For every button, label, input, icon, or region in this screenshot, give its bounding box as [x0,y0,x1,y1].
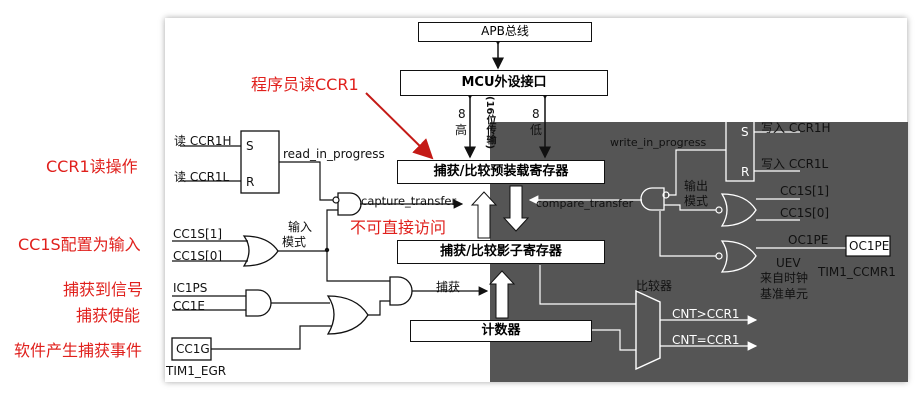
capture-enable-and-gate [245,289,272,317]
write-sr-latch [725,120,755,182]
preload-register-label: 捕获/比较预装载寄存器 [433,164,569,179]
counter-up-arrow [488,270,516,319]
apb-bus-block: APB总线 [418,22,592,42]
comparator-label: 比较器 [636,279,673,293]
high-bits-label: 8 [458,107,466,121]
write-in-progress-label: write_in_progress [610,136,707,149]
annotation-capture-signal: 捕获到信号 [63,280,144,299]
mcu-interface-block: MCU外设接口 [400,70,608,96]
mcu-interface-label: MCU外设接口 [461,75,547,90]
latch-s-label: S [246,139,254,153]
from-clock-label-1: 来自时钟 [760,271,809,285]
annotation-ccr1-read-op: CCR1读操作 [46,157,138,176]
capture-final-and-gate [389,276,413,306]
shadow-register-label: 捕获/比较影子寄存器 [440,244,562,259]
out-cc1s0-label: CC1S[0] [780,206,830,220]
apb-bus-label: APB总线 [481,24,529,38]
write-ccr1h-label: 写入 CCR1H [761,121,831,135]
cc1s-nor-gate [242,235,279,267]
oc1pe-label: OC1PE [788,233,829,247]
annotation-sw-capture-event: 软件产生捕获事件 [14,341,143,360]
capture-label: 捕获 [436,280,461,294]
cnt-gt-label: CNT>CCR1 [672,307,740,321]
output-mode-label-1: 输出 [684,179,709,193]
cc1g-label: CC1G [176,342,210,356]
capture-transfer-label: capture_transfer [361,194,457,208]
annotation-cc1s-input: CC1S配置为输入 [18,235,141,254]
read-ccr1h-label: 读 CCR1H [174,134,232,148]
cc1e-label: CC1E [173,299,205,313]
annotation-arrow [365,92,434,160]
output-mode-nor-gate [720,193,757,227]
latch-r-label: R [246,175,255,189]
write-ccr1l-label: 写入 CCR1L [761,157,829,171]
oc1pe-box [845,235,891,257]
out-cc1s1-label: CC1S[1] [780,184,830,198]
read-sr-latch [240,130,280,194]
16bit-transfer-label: (16位传输) [484,96,495,150]
high-label: 高 [455,123,468,137]
low-bits-label: 8 [532,107,540,121]
input-mode-label-2: 模式 [282,235,307,249]
annotation-capture-enable: 捕获使能 [76,306,141,325]
annotation-read-ccr1: 程序员读CCR1 [251,75,359,94]
uev-label: UEV [776,256,801,270]
input-mode-label-1: 输入 [288,220,313,234]
output-mode-label-2: 模式 [684,194,709,208]
read-in-progress-label: read_in_progress [283,147,385,161]
counter-block: 计数器 [410,320,592,342]
cc1g-box [171,337,212,361]
comparator-shape [635,289,661,371]
capture-and-gate [337,192,362,216]
cc1s0-label: CC1S[0] [173,249,223,263]
capture-up-arrow [470,191,498,239]
shadow-register-block: 捕获/比较影子寄存器 [397,240,605,264]
capture-or-gate [326,295,369,335]
preload-register-block: 捕获/比较预装载寄存器 [397,160,605,184]
wlatch-r-label: R [741,165,750,179]
from-clock-label-2: 基准单元 [760,287,809,301]
compare-down-arrow [502,185,530,232]
ic1ps-label: IC1PS [173,281,208,295]
low-label: 低 [530,123,543,137]
uev-and-gate [720,240,757,273]
oc1pe-box-label: OC1PE [849,239,890,253]
compare-transfer-label: compare_transfer [536,197,634,210]
wlatch-s-label: S [741,125,749,139]
compare-and-gate [640,187,665,211]
cc1s1-label: CC1S[1] [173,227,223,241]
counter-label: 计数器 [481,323,521,338]
tim1-ccmr1-label: TIM1_CCMR1 [818,265,896,279]
cnt-eq-label: CNT=CCR1 [672,333,740,347]
annotation-no-direct-access: 不可直接访问 [350,218,447,237]
read-ccr1l-label: 读 CCR1L [174,170,230,184]
tim1-egr-label: TIM1_EGR [166,364,227,378]
